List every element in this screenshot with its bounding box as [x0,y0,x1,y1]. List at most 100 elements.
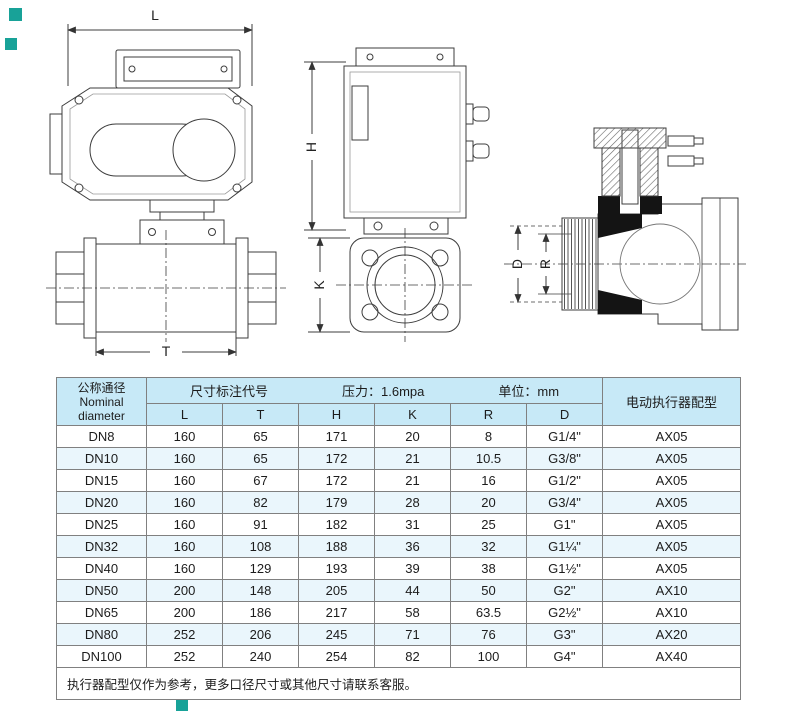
cell-actuator: AX05 [602,469,742,492]
cell-R: 20 [450,491,527,514]
dim-label-D: D [509,259,525,269]
cell-K: 31 [374,513,451,536]
cell-R: 63.5 [450,601,527,624]
cell-H: 172 [298,469,375,492]
cell-R: 16 [450,469,527,492]
cell-R: 25 [450,513,527,536]
cell-D: G3" [525,623,604,646]
cell-dn: DN100 [56,645,147,668]
cell-L: 252 [146,645,223,668]
cell-K: 82 [374,645,451,668]
section-view-drawing: D R [504,127,746,331]
cell-D: G1/2" [525,469,604,492]
footnote-row: 执行器配型仅作为参考，更多口径尺寸或其他尺寸请联系客服。 [55,667,742,700]
cell-K: 71 [374,623,451,646]
cell-dn: DN25 [56,513,147,536]
table-row: DN80 252 206 245 71 76 G3" AX20 [56,623,742,646]
col-header-R: R [450,403,527,426]
side-view-drawing: L [46,7,286,359]
front-view-drawing: H K [303,47,490,342]
cell-dn: DN50 [56,579,147,602]
table-row: DN20 160 82 179 28 20 G3/4" AX05 [56,491,742,514]
cell-T: 65 [222,447,299,470]
col-header-T: T [222,403,299,426]
cell-H: 205 [298,579,375,602]
cell-actuator: AX20 [602,623,742,646]
decor-teal-square [5,38,17,50]
cell-R: 100 [450,645,527,668]
dim-label-L: L [151,7,159,23]
table-row: DN15 160 67 172 21 16 G1/2" AX05 [56,469,742,492]
cell-L: 160 [146,425,223,448]
cell-D: G1¼" [525,535,604,558]
cell-R: 50 [450,579,527,602]
dims-title-header: 尺寸标注代号 压力：1.6mpa 单位：mm [145,377,604,404]
cell-dn: DN32 [56,535,147,558]
decor-teal-square [9,8,22,21]
dim-label-H: H [303,142,319,152]
cell-R: 8 [450,425,527,448]
nominal-diameter-header: 公称通径 Nominal diameter [56,377,147,426]
cell-L: 160 [146,513,223,536]
table-row: DN25 160 91 182 31 25 G1" AX05 [56,513,742,536]
cell-L: 252 [146,623,223,646]
cell-actuator: AX05 [602,557,742,580]
col-header-L: L [146,403,223,426]
cell-R: 32 [450,535,527,558]
cell-T: 148 [222,579,299,602]
decor-teal-square [176,699,188,711]
cell-actuator: AX05 [602,535,742,558]
dim-label-K: K [311,280,327,290]
col-header-K: K [374,403,451,426]
cell-H: 172 [298,447,375,470]
unit-label: 单位：mm [498,384,560,399]
cell-H: 171 [298,425,375,448]
table-row: DN8 160 65 171 20 8 G1/4" AX05 [56,425,742,448]
dimension-table-body: DN8 160 65 171 20 8 G1/4" AX05 DN10 160 … [56,425,742,668]
cell-dn: DN10 [56,447,147,470]
cell-T: 67 [222,469,299,492]
cell-R: 76 [450,623,527,646]
cell-H: 245 [298,623,375,646]
cell-D: G3/8" [525,447,604,470]
cell-T: 240 [222,645,299,668]
cell-T: 186 [222,601,299,624]
cell-dn: DN65 [56,601,147,624]
nominal-zh: 公称通径 [77,380,126,395]
table-row: DN40 160 129 193 39 38 G1½" AX05 [56,557,742,580]
cell-L: 200 [146,579,223,602]
cell-K: 28 [374,491,451,514]
footnote-text: 执行器配型仅作为参考，更多口径尺寸或其他尺寸请联系客服。 [55,667,742,700]
cell-D: G3/4" [525,491,604,514]
cell-D: G2" [525,579,604,602]
cell-actuator: AX05 [602,491,742,514]
cell-H: 193 [298,557,375,580]
cell-K: 39 [374,557,451,580]
technical-drawings: L [46,7,746,359]
cell-dn: DN20 [56,491,147,514]
cell-dn: DN8 [56,425,147,448]
cell-actuator: AX40 [602,645,742,668]
cell-dn: DN80 [56,623,147,646]
cell-K: 44 [374,579,451,602]
table-row: DN10 160 65 172 21 10.5 G3/8" AX05 [56,447,742,470]
cell-H: 179 [298,491,375,514]
dim-label-R: R [537,259,553,269]
nominal-en-2: diameter [78,408,125,423]
cell-actuator: AX05 [602,513,742,536]
cell-actuator: AX10 [602,579,742,602]
dim-label-T: T [162,343,171,359]
table-row: DN32 160 108 188 36 32 G1¼" AX05 [56,535,742,558]
cell-T: 206 [222,623,299,646]
pressure-label: 压力：1.6mpa [342,384,425,399]
cell-L: 160 [146,557,223,580]
table-row: DN65 200 186 217 58 63.5 G2½" AX10 [56,601,742,624]
cell-K: 21 [374,447,451,470]
cell-R: 38 [450,557,527,580]
cell-D: G4" [525,645,604,668]
cell-D: G2½" [525,601,604,624]
cell-actuator: AX05 [602,447,742,470]
table-row: DN100 252 240 254 82 100 G4" AX40 [56,645,742,668]
cell-K: 58 [374,601,451,624]
cell-T: 129 [222,557,299,580]
